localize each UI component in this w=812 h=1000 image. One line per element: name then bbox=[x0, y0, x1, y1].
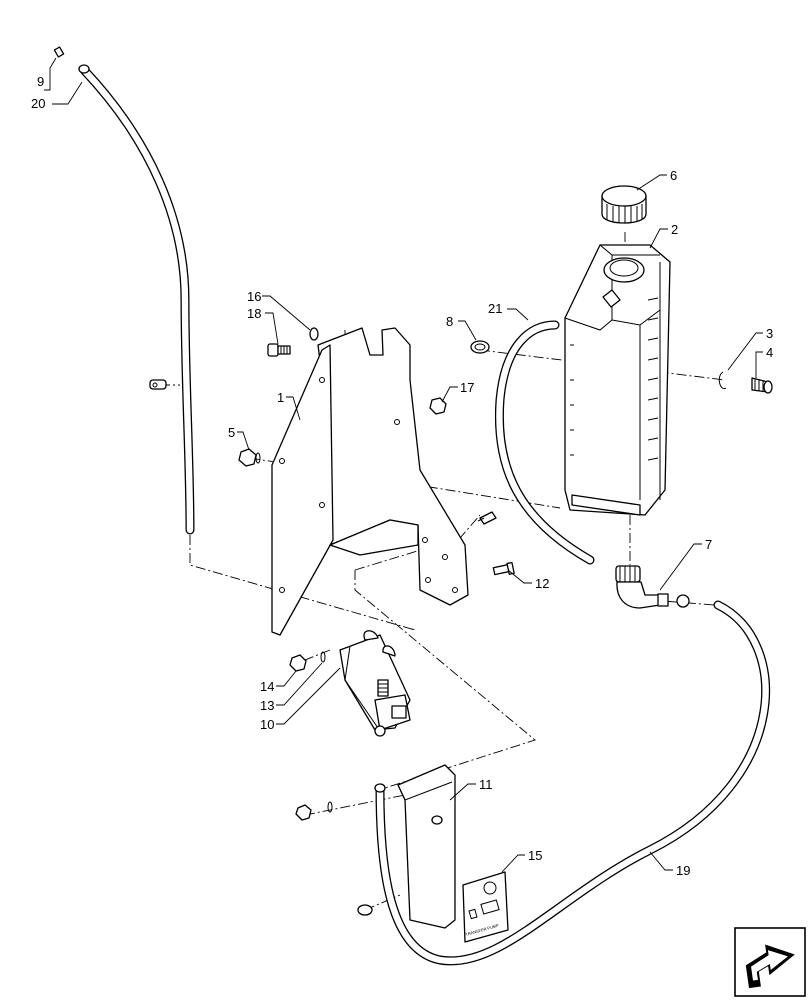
callout-1: 1 bbox=[277, 390, 284, 405]
clip-3 bbox=[718, 371, 727, 390]
callout-21: 21 bbox=[488, 301, 502, 316]
bolt-12 bbox=[492, 561, 515, 576]
callout-11: 11 bbox=[479, 777, 493, 792]
nut-17 bbox=[429, 397, 447, 415]
clamp-8 bbox=[470, 340, 490, 354]
cap-6 bbox=[601, 185, 647, 224]
callout-10: 10 bbox=[260, 717, 274, 732]
callout-16: 16 bbox=[247, 289, 261, 304]
arrow-next-page-icon[interactable] bbox=[734, 927, 806, 997]
elbow-7 bbox=[615, 565, 669, 609]
bolt-bracket-upper bbox=[477, 511, 497, 525]
callout-6: 6 bbox=[670, 168, 677, 183]
bolt-18 bbox=[267, 343, 291, 357]
hose-19 bbox=[374, 600, 770, 966]
reservoir-ribs bbox=[647, 297, 659, 461]
callout-12: 12 bbox=[535, 576, 549, 591]
callout-17: 17 bbox=[460, 380, 474, 395]
clamp-lower bbox=[357, 904, 373, 916]
callout-labels: 9 20 1 5 16 18 17 8 21 6 2 3 4 7 12 14 1… bbox=[31, 74, 773, 878]
washer-13 bbox=[320, 651, 326, 663]
pump-10 bbox=[339, 630, 411, 737]
callout-20: 20 bbox=[31, 96, 45, 111]
callout-15: 15 bbox=[528, 848, 542, 863]
nut-cover bbox=[295, 801, 333, 821]
callout-7: 7 bbox=[705, 537, 712, 552]
callout-4: 4 bbox=[766, 345, 773, 360]
clip-9 bbox=[53, 46, 65, 58]
callout-8: 8 bbox=[446, 314, 453, 329]
bracket-1 bbox=[271, 327, 469, 636]
callout-5: 5 bbox=[228, 425, 235, 440]
callout-2: 2 bbox=[671, 222, 678, 237]
callout-19: 19 bbox=[676, 863, 690, 878]
reservoir-2 bbox=[564, 244, 671, 516]
clamp-19 bbox=[676, 594, 690, 608]
nut-5 bbox=[238, 448, 261, 467]
callout-3: 3 bbox=[766, 326, 773, 341]
callout-9: 9 bbox=[37, 74, 44, 89]
cover-11 bbox=[397, 764, 456, 929]
callout-14: 14 bbox=[260, 679, 274, 694]
hose-clamp-20 bbox=[149, 379, 167, 390]
screw-4 bbox=[751, 377, 773, 394]
leader-lines bbox=[44, 57, 763, 873]
callout-13: 13 bbox=[260, 698, 274, 713]
washer-16 bbox=[309, 327, 319, 341]
hose-20 bbox=[78, 64, 195, 535]
decal-15: TRANSFER PUMP bbox=[462, 871, 509, 943]
callout-18: 18 bbox=[247, 306, 261, 321]
nut-14 bbox=[289, 654, 307, 672]
hose-21 bbox=[494, 320, 595, 565]
